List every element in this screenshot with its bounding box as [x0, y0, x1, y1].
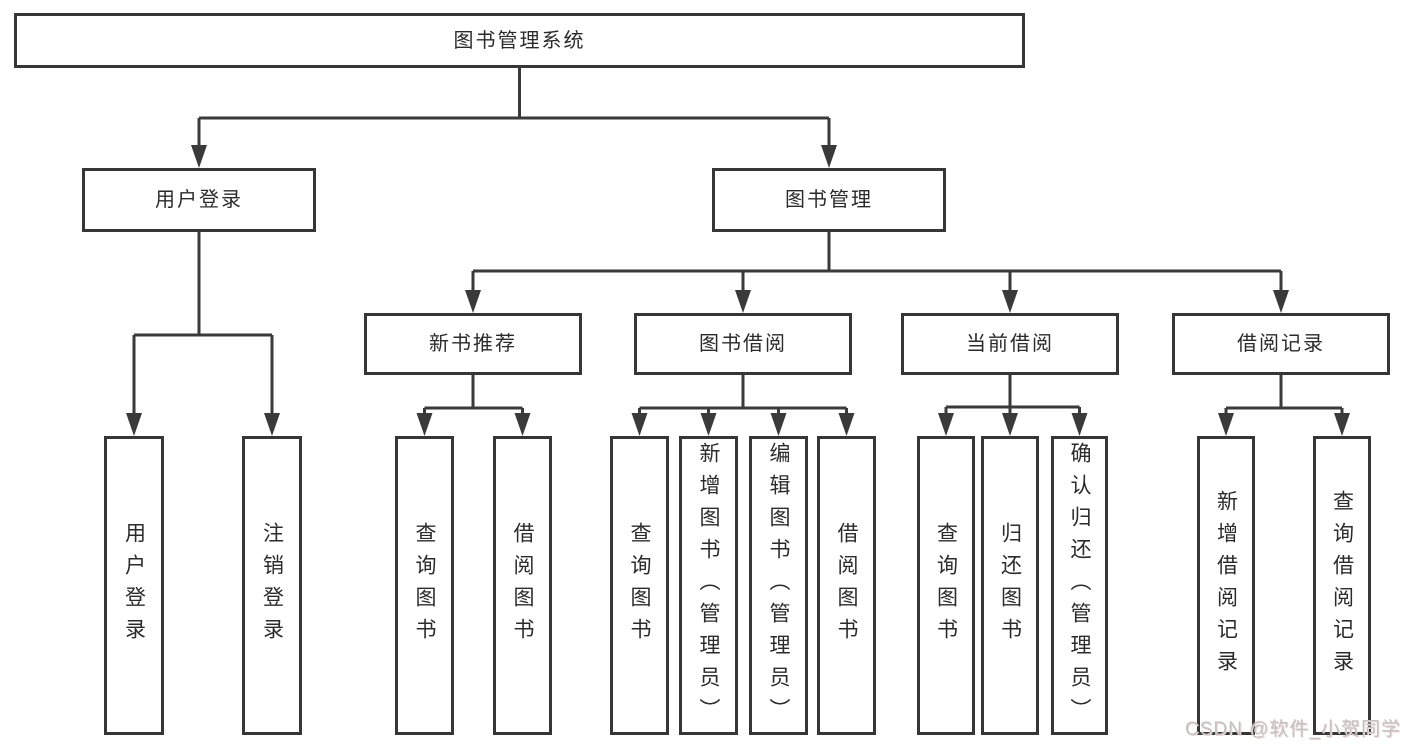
leaf-borrowing-query-book-label: 查询图书: [628, 521, 651, 650]
arrowhead: [821, 145, 837, 168]
leaf-borrowing-query-book: 查询图书: [610, 436, 669, 735]
leaf-borrowing-add-book-label: 新增图书（管理员）: [697, 441, 720, 730]
node-new-book-recommend: 新书推荐: [364, 313, 582, 375]
leaf-recommend-borrow-book: 借阅图书: [493, 436, 552, 735]
connector-current-borrowing-split: [944, 375, 1081, 418]
arrowhead: [1273, 290, 1289, 313]
node-current-borrowing-label: 当前借阅: [966, 333, 1054, 355]
arrowhead: [735, 290, 751, 313]
leaf-borrowing-edit-book: 编辑图书（管理员）: [749, 436, 808, 735]
arrowhead: [264, 413, 280, 436]
connector-book-management-split: [471, 232, 1283, 295]
leaf-current-return-book: 归还图书: [981, 436, 1039, 735]
leaf-recommend-query-book: 查询图书: [395, 436, 454, 735]
connector-user-login-split: [132, 232, 274, 418]
connector-new-book-split: [423, 375, 524, 418]
leaf-records-add-record: 新增借阅记录: [1197, 436, 1255, 735]
node-book-management: 图书管理: [712, 168, 946, 232]
node-root: 图书管理系统: [14, 13, 1025, 68]
leaf-logout-label: 注销登录: [260, 521, 284, 650]
leaf-current-return-book-label: 归还图书: [998, 521, 1022, 650]
node-book-management-label: 图书管理: [785, 189, 873, 211]
arrowhead: [631, 413, 648, 436]
leaf-current-query-book: 查询图书: [917, 436, 975, 735]
connector-book-borrowing-split: [638, 375, 848, 418]
leaf-user-login-label: 用户登录: [122, 521, 146, 650]
arrowhead: [126, 413, 142, 436]
leaf-records-add-record-label: 新增借阅记录: [1214, 489, 1238, 682]
node-borrowing-records-label: 借阅记录: [1237, 333, 1325, 355]
arrowhead: [770, 413, 787, 436]
arrowhead: [191, 145, 207, 168]
arrowhead: [700, 413, 717, 436]
arrowhead: [1071, 413, 1088, 436]
leaf-borrowing-borrow-book: 借阅图书: [817, 436, 876, 735]
arrowhead: [1002, 413, 1018, 436]
leaf-borrowing-borrow-book-label: 借阅图书: [835, 521, 858, 650]
leaf-current-confirm-return-label: 确认归还（管理员）: [1068, 441, 1091, 730]
arrowhead: [514, 413, 531, 436]
node-user-login: 用户登录: [82, 168, 316, 232]
node-root-label: 图书管理系统: [453, 29, 586, 52]
node-book-borrowing-label: 图书借阅: [699, 333, 787, 355]
leaf-borrowing-edit-book-label: 编辑图书（管理员）: [767, 441, 790, 730]
leaf-records-query-record-label: 查询借阅记录: [1330, 489, 1354, 682]
leaf-logout: 注销登录: [242, 436, 302, 735]
node-current-borrowing: 当前借阅: [901, 313, 1119, 375]
leaf-user-login: 用户登录: [104, 436, 164, 735]
csdn-watermark: CSDN @软件_小贺同学: [1185, 719, 1401, 740]
leaf-recommend-query-book-label: 查询图书: [413, 521, 436, 650]
leaf-recommend-borrow-book-label: 借阅图书: [511, 521, 534, 650]
arrowhead: [1002, 290, 1018, 313]
leaf-current-confirm-return: 确认归还（管理员）: [1051, 436, 1108, 735]
node-book-borrowing: 图书借阅: [634, 313, 852, 375]
leaf-records-query-record: 查询借阅记录: [1313, 436, 1371, 735]
arrowhead: [938, 413, 954, 436]
leaf-current-query-book-label: 查询图书: [934, 521, 958, 650]
arrowhead: [465, 290, 481, 313]
arrowhead: [1334, 413, 1350, 436]
leaf-borrowing-add-book: 新增图书（管理员）: [679, 436, 738, 735]
arrowhead: [416, 413, 433, 436]
node-user-login-label: 用户登录: [155, 189, 243, 211]
arrowhead: [838, 413, 855, 436]
arrowhead: [1218, 413, 1234, 436]
node-new-book-recommend-label: 新书推荐: [429, 333, 517, 355]
connector-borrowing-records-split: [1224, 375, 1344, 418]
node-borrowing-records: 借阅记录: [1172, 313, 1390, 375]
connector-root-split: [197, 68, 831, 150]
